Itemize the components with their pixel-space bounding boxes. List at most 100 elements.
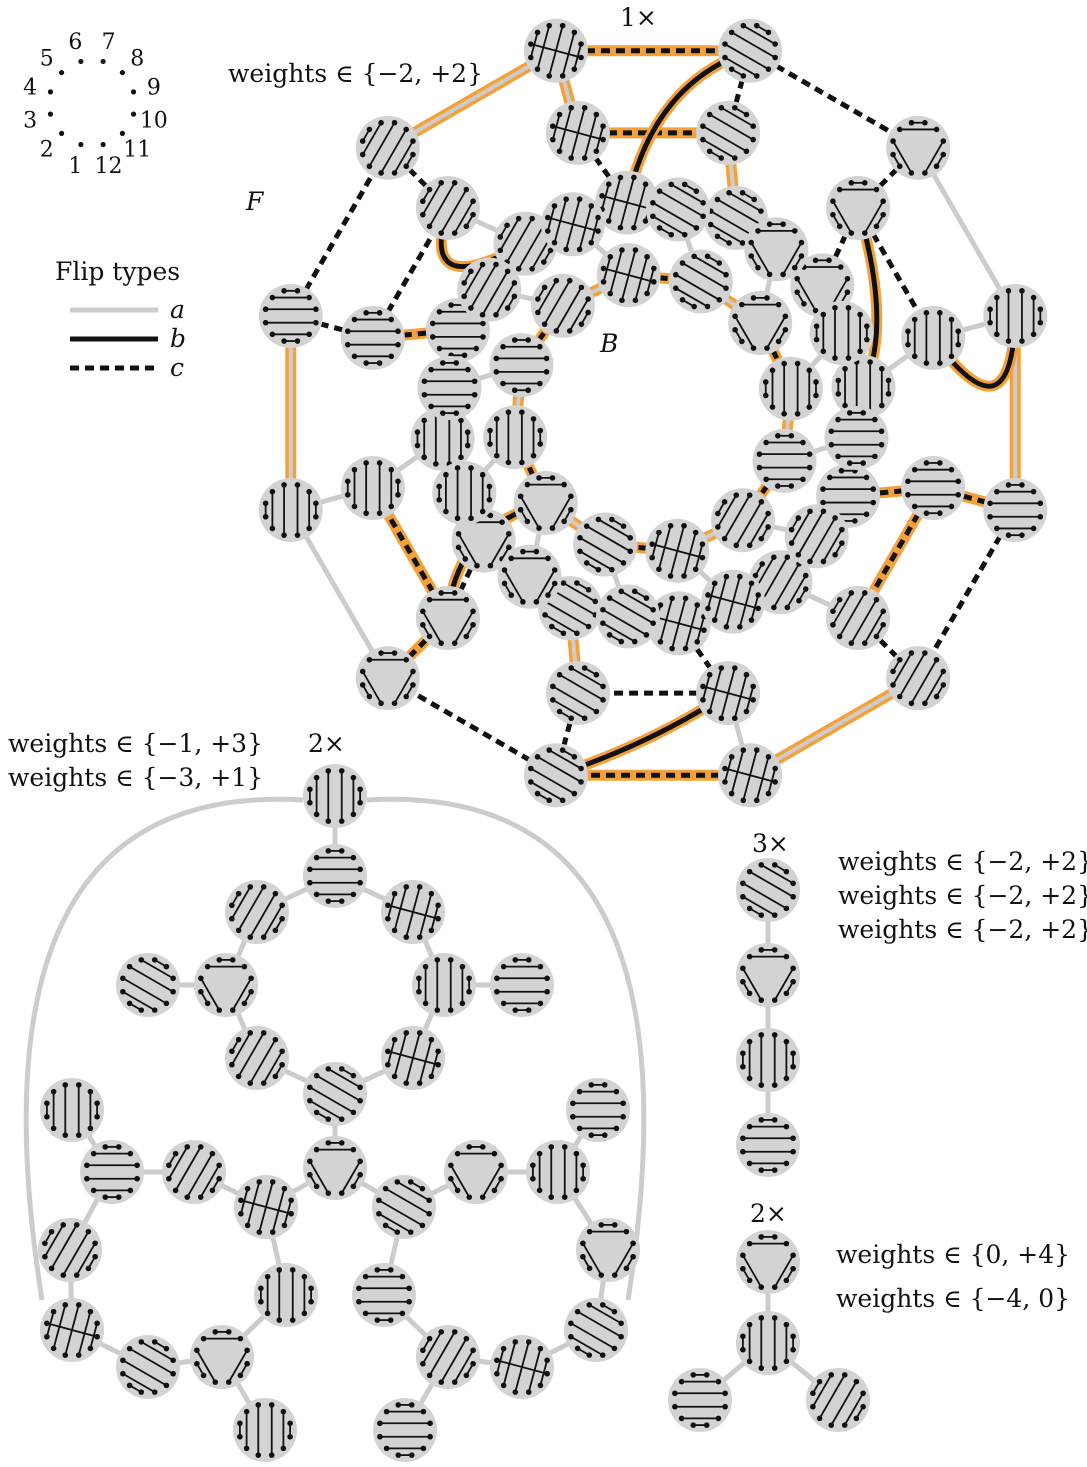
node-chord [731,31,776,59]
node-point [268,1402,275,1408]
node-point [344,341,351,348]
node-point [820,486,826,492]
node-chord [724,43,769,70]
node-point [922,700,928,707]
node-point [810,1390,816,1397]
node-point [723,285,729,291]
node-point [937,360,943,366]
node-point [134,1175,140,1182]
node-point [830,608,836,615]
legend-label-a: a [170,295,185,324]
node-point [243,1445,250,1452]
node-point [420,211,426,218]
graph3-node [736,943,800,1007]
node-point [357,799,363,806]
node-point [714,233,721,240]
node-point [407,1229,414,1235]
node-point [1005,288,1012,294]
node-point [497,247,504,254]
node-point [755,605,762,612]
node-point [515,215,522,222]
node-point [204,1000,211,1007]
node-point [679,297,686,303]
edge-stroke [386,675,558,778]
node-chord [231,886,252,920]
node-point [699,541,706,547]
node-point [788,483,795,489]
node-disc [831,355,896,420]
node-chord [543,280,571,325]
node-point [429,334,436,340]
node-point [620,1113,626,1120]
node-point [553,328,560,334]
node-point [748,253,755,259]
node-point [790,1135,796,1142]
node-chord [682,262,727,289]
node-point [351,353,358,360]
node-chord [440,189,468,234]
node-point [408,1402,415,1408]
node-point [313,306,319,313]
node-point [543,355,550,362]
node-point [715,510,721,517]
node-point [272,1036,279,1043]
node-point [500,1000,507,1007]
node-point [755,228,761,234]
node-point [987,513,993,520]
node-point [548,1194,555,1200]
node-point [511,293,518,300]
graph2-node [352,1263,416,1327]
node-point [62,1082,69,1088]
node-point [739,189,746,196]
node-point [435,915,441,922]
node-point [905,328,911,335]
node-point [762,379,769,385]
node-point [672,271,679,278]
node-point [649,554,655,561]
node-point [642,181,649,187]
graph4-weights-0: weights ∈ {0, +4} [836,1240,1070,1269]
node-point [758,1117,765,1123]
node-point [940,682,947,688]
node-point [325,898,332,904]
node-point [987,306,993,313]
node-point [841,1372,848,1378]
node-point [750,683,756,690]
node-chord [129,1347,174,1375]
node-point [268,1452,275,1458]
node-point [699,554,706,561]
node-point [447,1007,454,1013]
node-chord [570,1335,604,1356]
node-point [746,542,753,549]
node-point [620,560,627,566]
node-point [307,1158,313,1165]
node-point [585,296,591,302]
node-point [860,1390,866,1397]
node-point [470,608,476,615]
node-disc [728,291,793,356]
node-point [451,230,458,236]
key-point-label: 5 [40,47,54,72]
node-chord [579,550,613,571]
node-point [212,1329,219,1335]
node-chord [140,1341,174,1362]
node-point [810,1403,816,1410]
node-point [765,754,772,760]
node-point [568,506,574,513]
node-point [595,228,601,234]
node-chord [702,138,736,159]
node-point [42,1253,48,1260]
node-chord [422,182,442,216]
node-point [561,1144,568,1150]
node-point [421,391,428,398]
node-chord [782,242,803,275]
node-point [692,529,699,536]
legend-label-b: b [170,324,186,353]
node-chord [652,202,697,229]
node-point [790,1346,796,1353]
node-point [618,588,625,595]
node-point [672,285,679,291]
node-point [325,1116,332,1122]
node-point [163,1000,170,1007]
node-point [350,1183,357,1190]
